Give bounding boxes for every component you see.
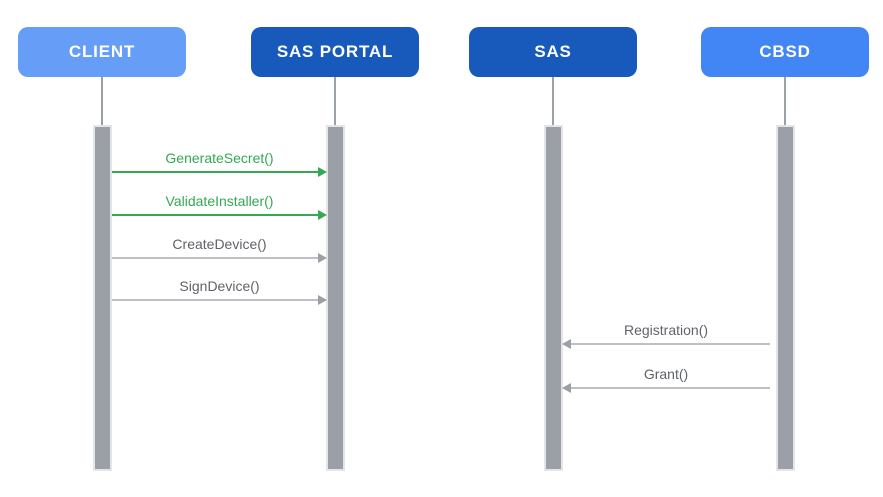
actor-box-client: CLIENT	[18, 27, 186, 77]
arrowhead-left-icon	[562, 339, 571, 349]
message-label: GenerateSecret()	[165, 150, 274, 166]
arrow-right	[112, 253, 327, 263]
arrow-right	[112, 167, 327, 177]
message-label: ValidateInstaller()	[165, 193, 274, 209]
message-label: SignDevice()	[179, 278, 260, 294]
message-grant: Grant()	[562, 365, 770, 393]
actor-box-sas: SAS	[469, 27, 637, 77]
arrow-line	[112, 299, 319, 301]
message-sign-device: SignDevice()	[112, 277, 327, 305]
arrow-line	[570, 387, 770, 389]
actor-box-sas-portal: SAS PORTAL	[251, 27, 419, 77]
arrow-right	[112, 210, 327, 220]
arrow-left	[562, 383, 770, 393]
activation-bar-sas-portal	[326, 125, 345, 471]
arrow-right	[112, 295, 327, 305]
message-create-device: CreateDevice()	[112, 235, 327, 263]
activation-bar-cbsd	[776, 125, 795, 471]
message-generate-secret: GenerateSecret()	[112, 149, 327, 177]
message-registration: Registration()	[562, 321, 770, 349]
arrowhead-right-icon	[318, 295, 327, 305]
arrowhead-right-icon	[318, 210, 327, 220]
arrow-line	[112, 257, 319, 259]
arrow-left	[562, 339, 770, 349]
arrow-line	[570, 343, 770, 345]
activation-bar-client	[93, 125, 112, 471]
message-label: CreateDevice()	[172, 236, 267, 252]
arrow-line	[112, 214, 319, 216]
message-label: Registration()	[623, 322, 709, 338]
arrowhead-left-icon	[562, 383, 571, 393]
activation-bar-sas	[544, 125, 563, 471]
actor-box-cbsd: CBSD	[701, 27, 869, 77]
message-validate-installer: ValidateInstaller()	[112, 192, 327, 220]
message-label: Grant()	[643, 366, 689, 382]
arrow-line	[112, 171, 319, 173]
arrowhead-right-icon	[318, 253, 327, 263]
arrowhead-right-icon	[318, 167, 327, 177]
